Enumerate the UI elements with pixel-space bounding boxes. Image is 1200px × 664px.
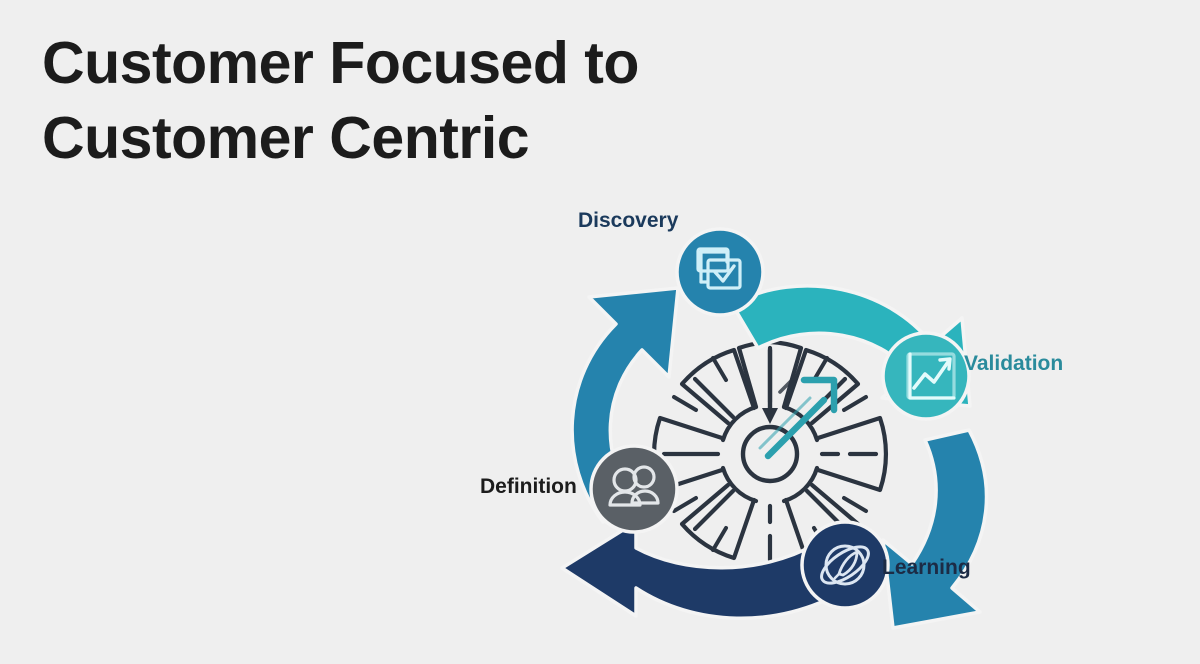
cycle-label-learning: Learning xyxy=(882,556,971,579)
inbound-arrow xyxy=(762,347,778,424)
page-title: Customer Focused to Customer Centric xyxy=(42,26,802,176)
cycle-svg xyxy=(560,227,989,630)
cycle-label-validation: Validation xyxy=(964,352,1064,375)
documents-check-icon xyxy=(696,247,742,290)
cycle-label-definition: Definition xyxy=(480,475,577,498)
arrow-validation-to-learning xyxy=(881,428,989,630)
outbound-growth-arrow xyxy=(758,376,838,460)
page-title-line-1: Customer Focused to xyxy=(42,30,639,96)
cycle-label-discovery: Discovery xyxy=(578,209,679,232)
cycle-node-discovery[interactable] xyxy=(675,227,765,317)
cycle-node-validation[interactable] xyxy=(881,331,971,421)
page-title-line-2: Customer Centric xyxy=(42,105,530,171)
cycle-node-definition[interactable] xyxy=(589,444,679,534)
chart-trend-up-icon xyxy=(906,352,956,400)
bullseye-center xyxy=(740,424,800,484)
arrow-learning-to-definition xyxy=(560,520,848,620)
cycle-node-learning[interactable] xyxy=(800,520,890,610)
users-group-icon xyxy=(608,465,660,507)
customer-centric-cycle-diagram: Discovery Validation Learning Definition xyxy=(470,192,1100,642)
rocket-orbit-icon xyxy=(820,544,870,586)
